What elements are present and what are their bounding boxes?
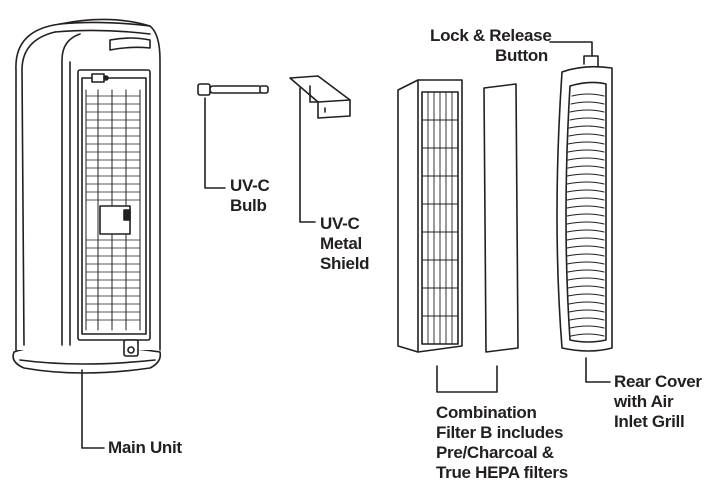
filter-hepa-drawing xyxy=(397,79,463,353)
label-uvc-metal-shield: UV-C Metal Shield xyxy=(320,214,370,273)
rear-cover-drawing xyxy=(556,55,613,352)
label-combination-filter: Combination Filter B includes Pre/Charco… xyxy=(436,403,568,482)
leader-main-unit xyxy=(81,369,105,449)
uvc-bulb-drawing xyxy=(197,83,269,96)
label-uvc-bulb: UV-C Bulb xyxy=(230,176,270,215)
leader-uvc-bulb xyxy=(204,97,226,189)
label-rear-cover: Rear Cover with Air Inlet Grill xyxy=(614,372,702,431)
leader-lock-release xyxy=(549,41,593,57)
leader-uvc-shield xyxy=(299,87,316,223)
leader-filter-b xyxy=(436,365,498,393)
label-lock-release-button: Lock & Release Button xyxy=(430,26,552,65)
leader-rear-cover xyxy=(585,357,611,383)
filter-charcoal-drawing xyxy=(483,83,519,353)
uvc-shield-drawing xyxy=(289,75,351,119)
label-main-unit: Main Unit xyxy=(108,438,182,457)
main-unit-drawing xyxy=(12,18,162,374)
